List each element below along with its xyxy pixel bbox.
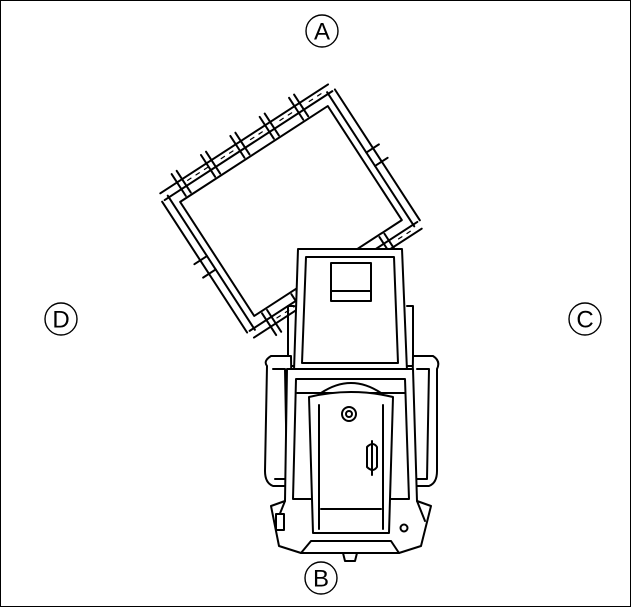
label-bottom: B [304, 561, 338, 595]
tilted-cutting-head [159, 83, 423, 339]
label-bottom-text: B [313, 566, 329, 593]
label-right: C [568, 302, 602, 336]
label-top: A [305, 14, 339, 48]
label-left-text: D [52, 307, 69, 334]
upper-housing [287, 248, 414, 372]
label-right-text: C [576, 307, 593, 334]
label-top-text: A [314, 19, 330, 46]
top-clamps [170, 93, 322, 197]
machine-body [264, 355, 440, 562]
label-left: D [44, 302, 78, 336]
